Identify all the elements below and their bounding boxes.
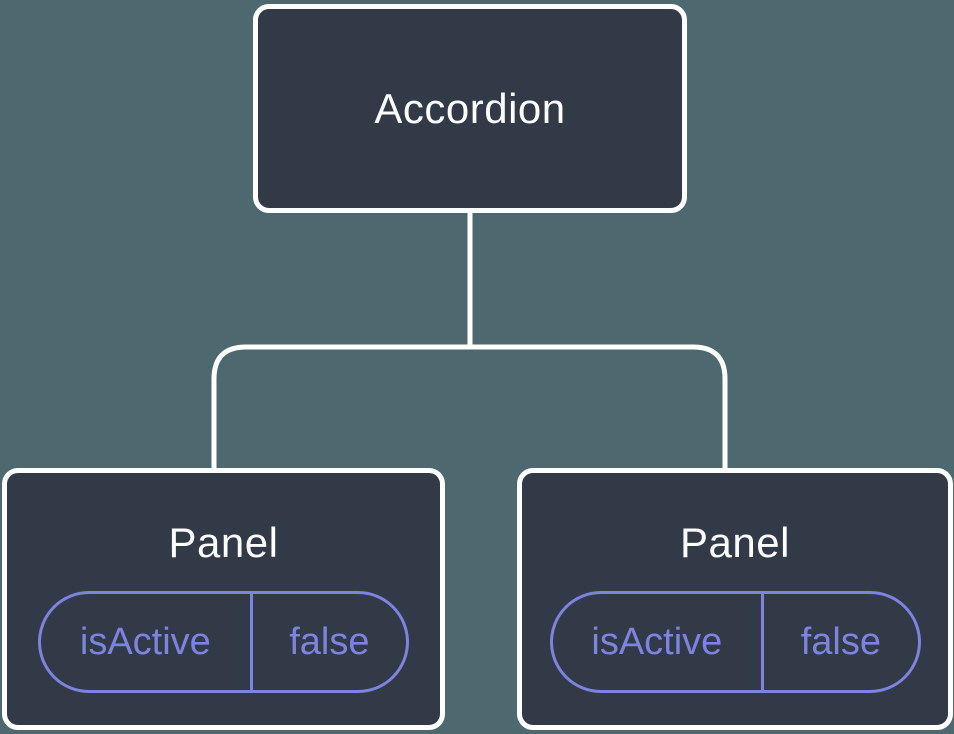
panel-node-right: Panel isActive false (517, 468, 953, 730)
state-key: isActive (553, 594, 765, 690)
accordion-node: Accordion (253, 4, 687, 213)
panel-node-label: Panel (168, 519, 279, 566)
state-value: false (289, 620, 370, 663)
panel-node-label: Panel (680, 519, 790, 566)
state-pill: isActive false (38, 591, 409, 693)
state-pill: isActive false (549, 591, 921, 693)
connector-bracket (211, 344, 728, 470)
panel-node-left: Panel isActive false (2, 468, 445, 730)
state-value: false (800, 620, 881, 663)
state-key: isActive (41, 594, 253, 690)
accordion-node-label: Accordion (374, 84, 566, 132)
